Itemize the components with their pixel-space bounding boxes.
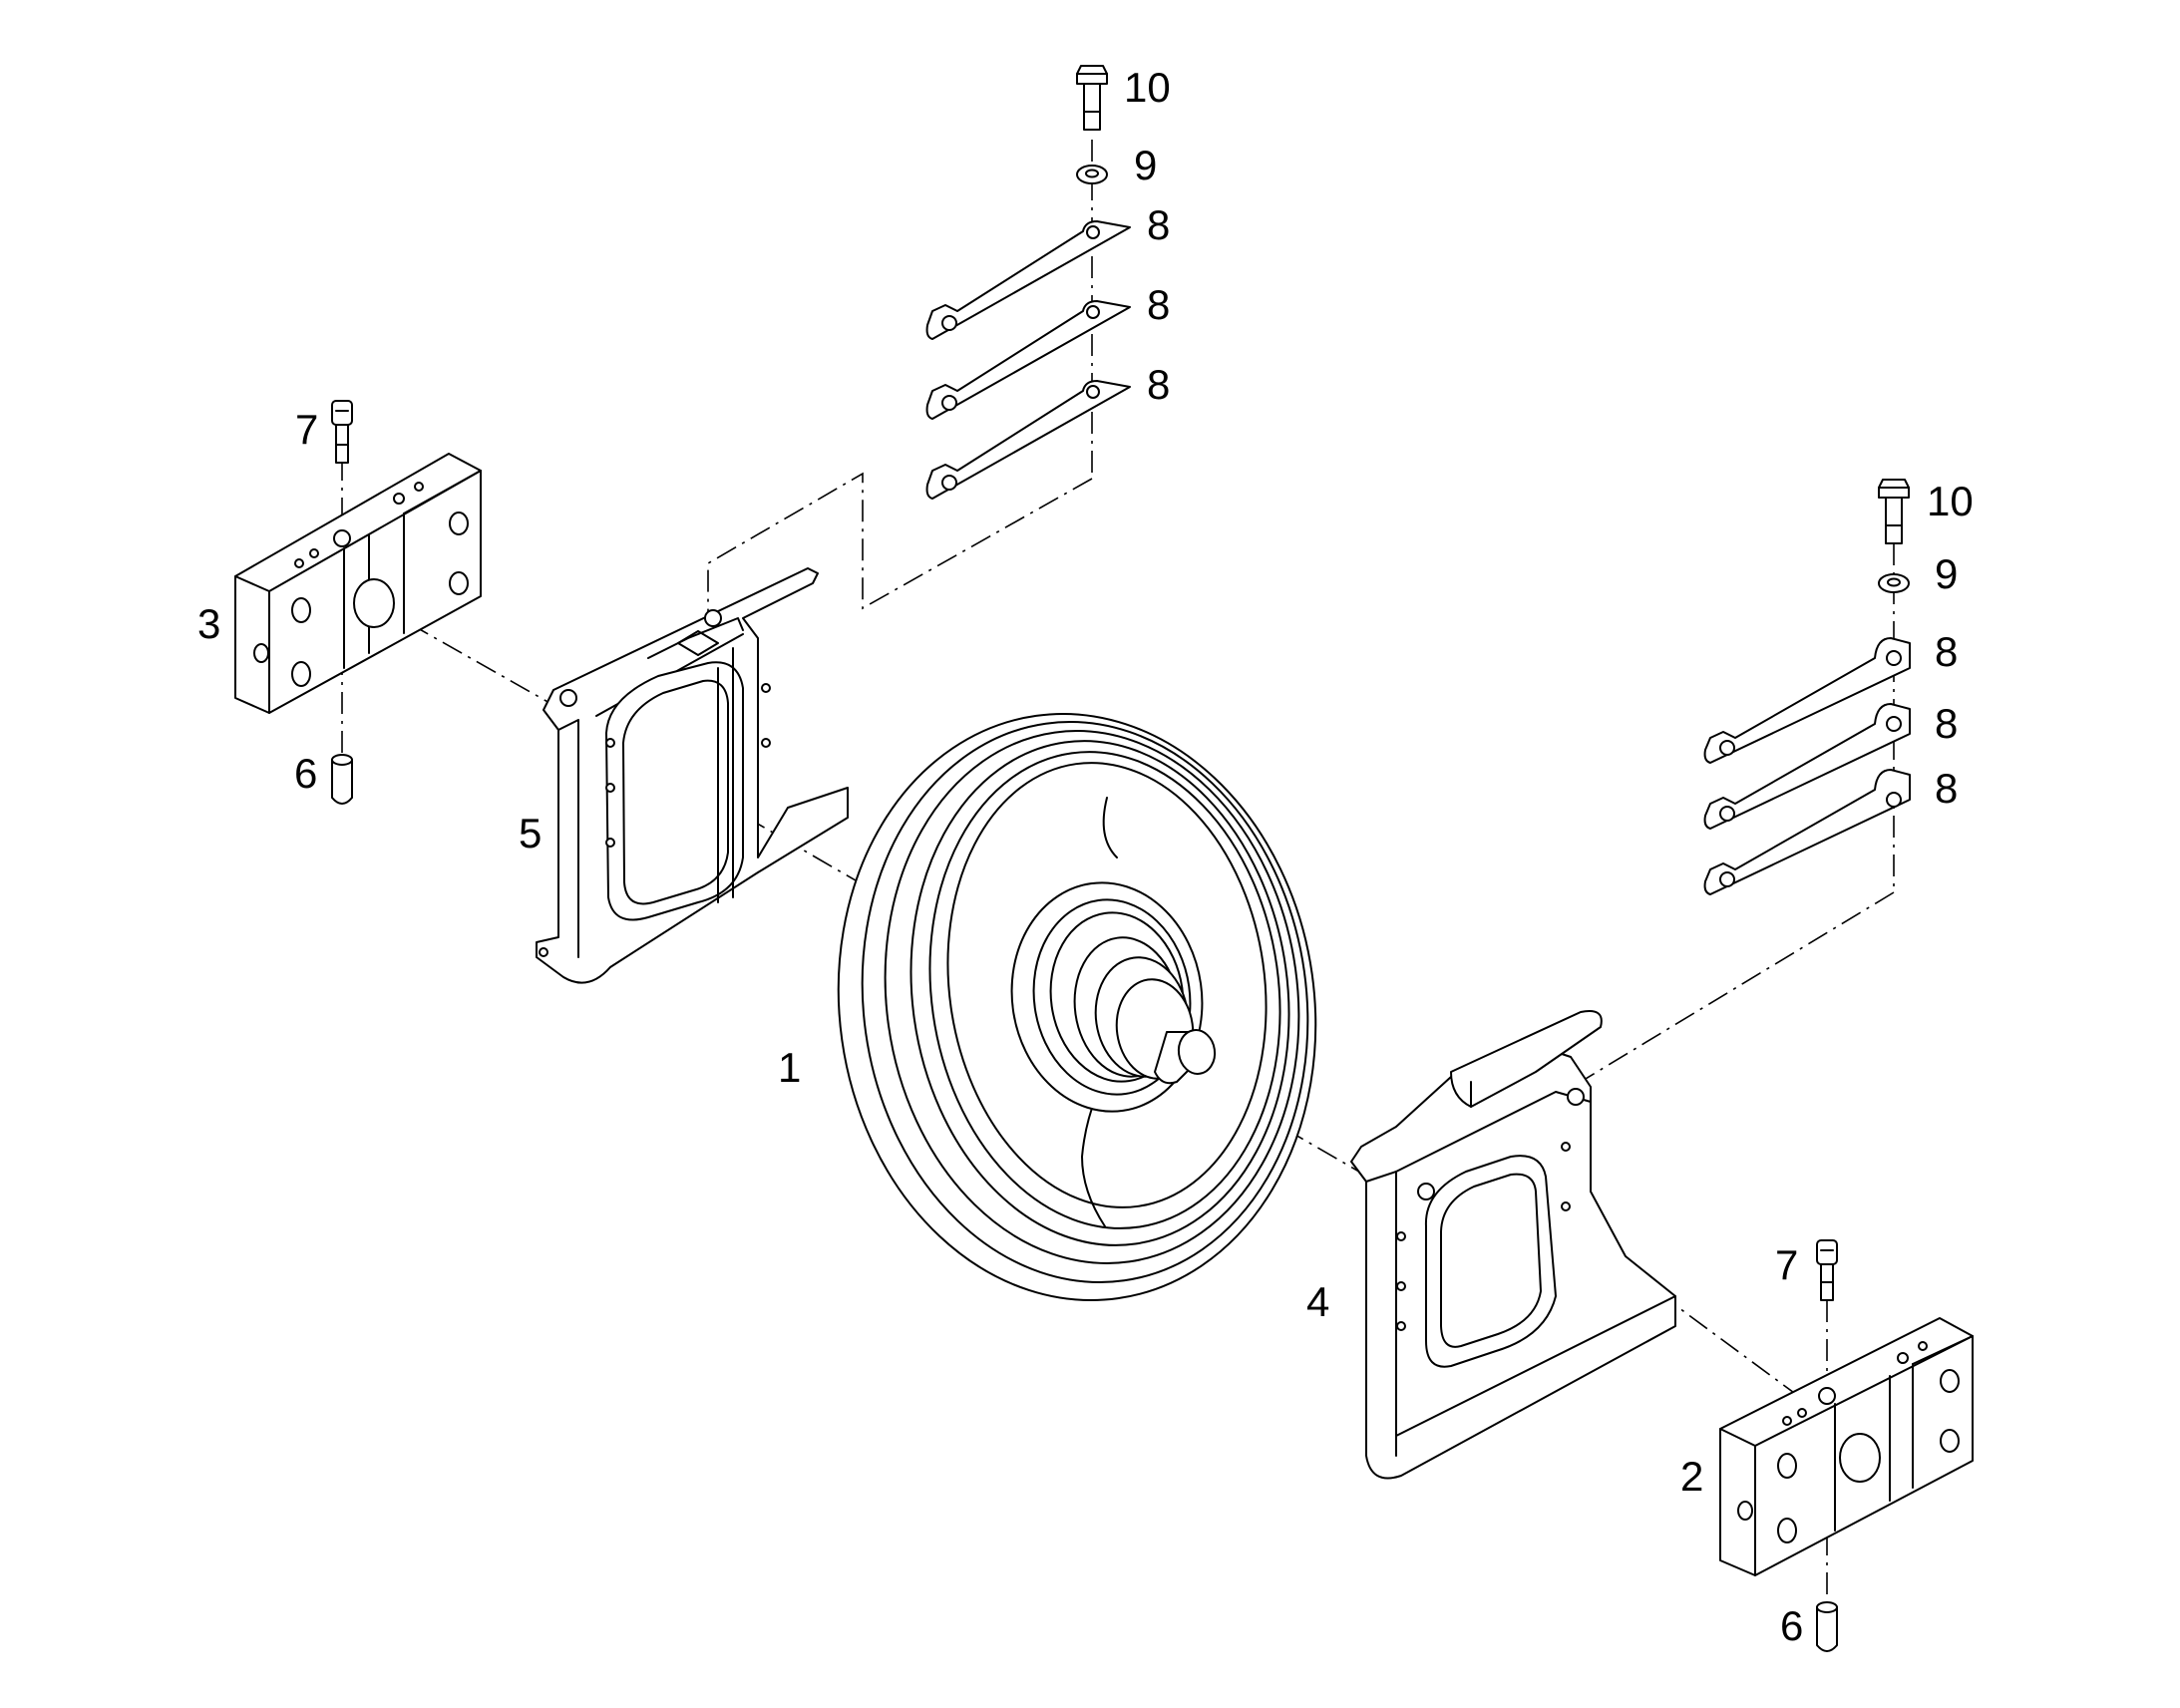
callout-8-top-1: 8	[1147, 201, 1170, 248]
callout-6-left: 6	[294, 750, 317, 797]
callout-8-right-3: 8	[1935, 765, 1958, 812]
callout-9-top: 9	[1134, 142, 1157, 188]
shim-8-right-1	[1703, 637, 1911, 764]
pin-6-left	[331, 754, 353, 805]
callout-5: 5	[519, 810, 542, 856]
callout-6-right: 6	[1780, 1602, 1803, 1649]
pin-6-right	[1816, 1601, 1838, 1652]
block-2	[1719, 1317, 1974, 1576]
callout-10-top: 10	[1124, 64, 1171, 111]
shim-8-top-stack	[925, 220, 1131, 500]
shim-8-top-3	[925, 380, 1131, 500]
shim-8-right-2	[1703, 703, 1911, 830]
shim-8-right-stack	[1703, 637, 1911, 895]
callout-8-top-3: 8	[1147, 361, 1170, 408]
bolt-10-right	[1878, 479, 1910, 544]
shim-8-top-2	[925, 300, 1131, 420]
bracket-4	[1350, 1010, 1676, 1480]
callout-10-right: 10	[1927, 478, 1974, 524]
block-3	[234, 453, 482, 714]
screw-7-left	[331, 400, 353, 464]
callout-3: 3	[197, 600, 220, 647]
shim-8-right-3	[1703, 769, 1911, 895]
callout-7-left: 7	[295, 406, 318, 453]
callout-9-right: 9	[1935, 550, 1958, 597]
callout-2: 2	[1680, 1453, 1703, 1500]
bracket-5	[536, 567, 849, 984]
callout-8-right-1: 8	[1935, 628, 1958, 675]
washer-9-top	[1076, 165, 1108, 184]
callout-1: 1	[778, 1044, 801, 1091]
bolt-10-top	[1076, 65, 1108, 131]
callout-4: 4	[1306, 1278, 1329, 1325]
callout-8-top-2: 8	[1147, 281, 1170, 328]
callout-8-right-2: 8	[1935, 700, 1958, 747]
screw-7-right	[1816, 1239, 1838, 1301]
idler-wheel-1	[837, 712, 1317, 1302]
shim-8-top-1	[925, 220, 1131, 340]
washer-9-right	[1878, 573, 1910, 593]
callout-7-right: 7	[1775, 1241, 1798, 1288]
callout-labels: 1 2 3 4 5 6 6 7 7 8 8 8 8 8 8 9 9 10 10	[197, 64, 1974, 1649]
